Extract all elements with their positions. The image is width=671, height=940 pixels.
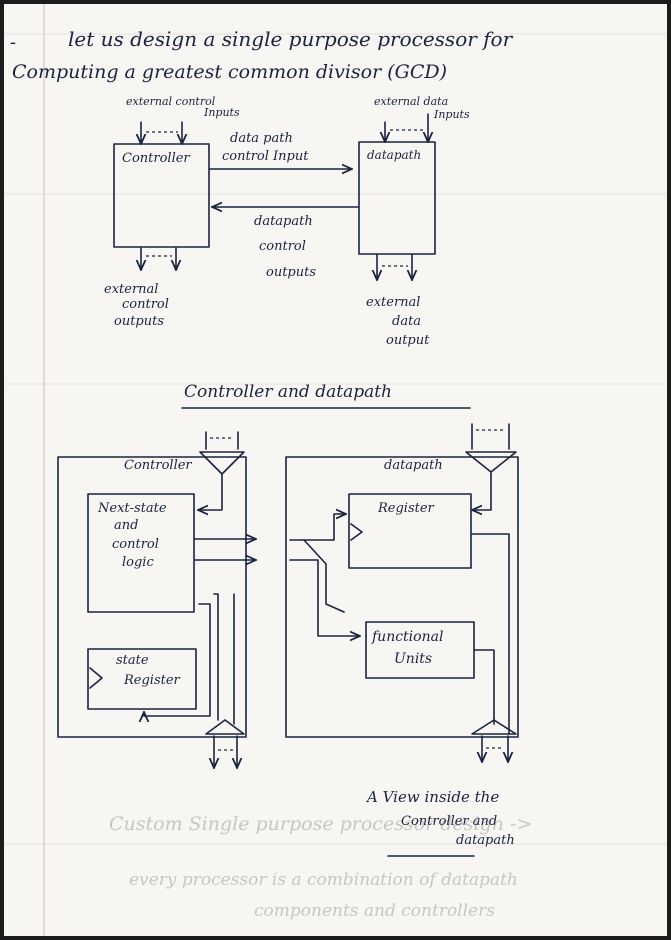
register-label: Register [377, 501, 435, 516]
diagram-controller-datapath: external control Inputs external data In… [104, 95, 471, 409]
ext-data-output-l3: output [386, 333, 430, 348]
diagram1-caption: Controller and datapath [184, 382, 392, 402]
state-register-l1: state [116, 653, 149, 668]
header: - let us design a single purpose process… [10, 27, 514, 83]
state-register-l2: Register [123, 673, 181, 688]
functional-units-l2: Units [394, 651, 432, 667]
next-state-l2: and [114, 518, 138, 533]
ext-control-inputs-l1: external control [126, 95, 216, 108]
ghost-line-3: components and controllers [254, 901, 495, 921]
ext-control-outputs-l1: external [104, 282, 158, 297]
ghost-text: Custom Single purpose processor design -… [109, 813, 532, 921]
notebook-page: Custom Single purpose processor design -… [4, 4, 667, 936]
diagram2-caption-l2: Controller and [401, 814, 497, 829]
controller-box [113, 143, 210, 248]
datapath-label: datapath [367, 148, 421, 162]
ghost-line-1: Custom Single purpose processor design -… [109, 813, 532, 835]
handwritten-diagram: Custom Single purpose processor design -… [4, 4, 667, 936]
ext-control-outputs-l2: control [122, 297, 169, 312]
ext-control-outputs-l3: outputs [114, 314, 164, 329]
ruled-lines [4, 4, 667, 936]
svg-text:-: - [10, 32, 16, 53]
functional-units-l1: functional [371, 629, 443, 645]
dp-control-input-l1: data path [230, 131, 293, 146]
controller-outer-box [57, 456, 247, 738]
controller-label-2: Controller [124, 458, 192, 473]
dp-control-input-l2: control Input [222, 149, 309, 164]
dp-control-outputs-l2: control [259, 239, 306, 254]
functional-units-box [365, 621, 475, 679]
register-box [348, 493, 472, 569]
datapath-outer-box [285, 456, 519, 738]
dp-control-outputs-l1: datapath [254, 214, 313, 229]
ext-data-inputs-l1: external data [374, 95, 448, 108]
datapath-label-2: datapath [384, 458, 443, 473]
ext-data-output-l1: external [366, 295, 420, 310]
header-line-2: Computing a greatest common divisor (GCD… [12, 61, 447, 83]
next-state-box [87, 493, 195, 613]
header-line-1: let us design a single purpose processor… [68, 27, 514, 51]
ghost-line-2: every processor is a combination of data… [129, 870, 518, 890]
datapath-box [358, 141, 436, 255]
state-register-box [87, 648, 197, 710]
next-state-l3: control [112, 537, 159, 552]
ext-data-inputs-l2: Inputs [433, 108, 470, 121]
next-state-l1: Next-state [97, 501, 167, 516]
next-state-l4: logic [122, 555, 154, 570]
diagram2-caption-l1: A View inside the [365, 788, 499, 806]
ext-data-output-l2: data [392, 314, 421, 329]
ext-control-inputs-l2: Inputs [203, 106, 240, 119]
dp-control-outputs-l3: outputs [266, 265, 316, 280]
controller-label: Controller [122, 151, 190, 166]
diagram2-caption-l3: datapath [456, 833, 515, 848]
diagram-inside-view: Controller Next-state and control logic … [57, 423, 519, 857]
